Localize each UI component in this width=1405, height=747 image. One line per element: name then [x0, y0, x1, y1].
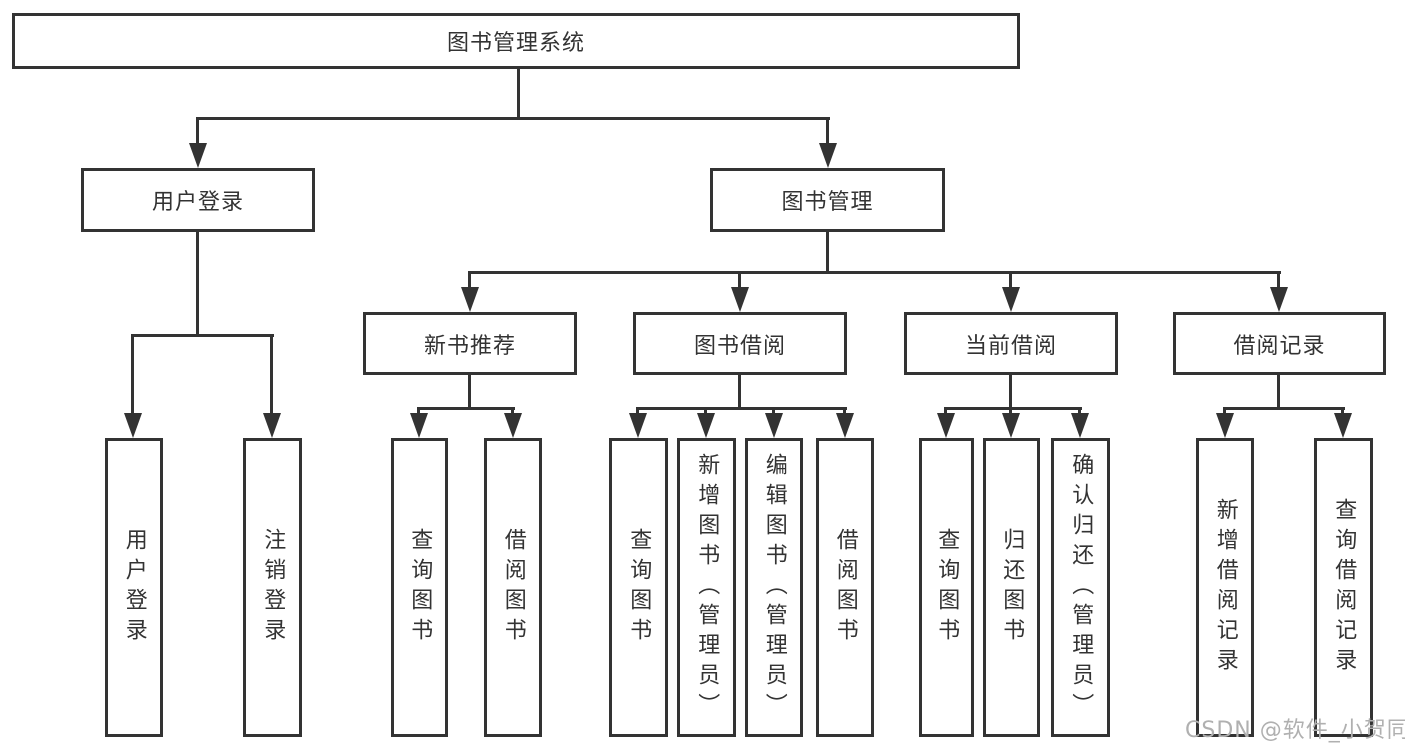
arrowhead-icon — [1216, 413, 1234, 438]
connector-line — [944, 407, 1082, 410]
leaf-recommend-query-books-label: 查询图书 — [407, 527, 433, 648]
connector-line — [417, 407, 515, 410]
node-borrow-record-label: 借阅记录 — [1233, 333, 1326, 359]
arrowhead-icon — [461, 287, 479, 312]
connector-line — [826, 230, 829, 274]
connector-line — [1223, 407, 1226, 415]
leaf-borrow-books: 借阅图书 — [816, 438, 874, 737]
leaf-add-books-admin: 新增图书（管理员） — [677, 438, 736, 737]
arrowhead-icon — [504, 413, 522, 438]
connector-line — [196, 117, 830, 120]
leaf-borrow-books-label: 借阅图书 — [832, 527, 858, 648]
leaf-current-query-books: 查询图书 — [919, 438, 974, 737]
node-user-login: 用户登录 — [81, 168, 315, 232]
connector-line — [1009, 271, 1012, 289]
arrowhead-icon — [697, 413, 715, 438]
connector-line — [511, 407, 514, 415]
connector-line — [468, 271, 471, 289]
node-user-login-label: 用户登录 — [151, 190, 244, 215]
arrowhead-icon — [731, 287, 749, 312]
connector-line — [1277, 373, 1280, 410]
connector-line — [1223, 407, 1345, 410]
connector-line — [131, 334, 134, 416]
connector-line — [1078, 407, 1081, 415]
node-book-borrow: 图书借阅 — [633, 312, 847, 375]
leaf-add-borrow-record-label: 新增借阅记录 — [1212, 497, 1238, 678]
leaf-user-login: 用户登录 — [105, 438, 163, 737]
connector-line — [468, 271, 1281, 274]
arrowhead-icon — [263, 413, 281, 438]
connector-line — [468, 373, 471, 410]
node-current-borrow-label: 当前借阅 — [964, 333, 1057, 359]
connector-line — [738, 373, 741, 410]
leaf-add-books-admin-label: 新增图书（管理员） — [694, 452, 720, 723]
connector-line — [131, 334, 274, 337]
connector-line — [196, 117, 199, 147]
leaf-user-login-label: 用户登录 — [121, 527, 147, 648]
node-current-borrow: 当前借阅 — [904, 312, 1118, 375]
connector-line — [270, 334, 273, 416]
leaf-confirm-return-admin-label: 确认归还（管理员） — [1068, 452, 1094, 723]
node-new-book-recommend-label: 新书推荐 — [423, 333, 516, 359]
root-node-label: 图书管理系统 — [446, 31, 585, 56]
arrowhead-icon — [629, 413, 647, 438]
arrowhead-icon — [1270, 287, 1288, 312]
arrowhead-icon — [1071, 413, 1089, 438]
node-new-book-recommend: 新书推荐 — [363, 312, 577, 375]
leaf-edit-books-admin-label: 编辑图书（管理员） — [761, 452, 787, 723]
leaf-borrow-query-books: 查询图书 — [609, 438, 668, 737]
connector-line — [1009, 407, 1012, 415]
connector-line — [772, 407, 775, 415]
node-book-borrow-label: 图书借阅 — [693, 333, 786, 359]
arrowhead-icon — [410, 413, 428, 438]
connector-line — [1277, 271, 1280, 289]
arrowhead-icon — [189, 143, 207, 168]
arrowhead-icon — [1334, 413, 1352, 438]
leaf-query-borrow-record: 查询借阅记录 — [1314, 438, 1373, 737]
arrowhead-icon — [765, 413, 783, 438]
connector-line — [843, 407, 846, 415]
leaf-confirm-return-admin: 确认归还（管理员） — [1051, 438, 1110, 737]
arrowhead-icon — [1002, 287, 1020, 312]
arrowhead-icon — [937, 413, 955, 438]
root-node-library-system: 图书管理系统 — [12, 13, 1020, 69]
connector-line — [417, 407, 420, 415]
arrowhead-icon — [1002, 413, 1020, 438]
csdn-watermark: CSDN @软件_小贺同学 — [1185, 718, 1405, 743]
leaf-recommend-query-books: 查询图书 — [391, 438, 448, 737]
leaf-query-borrow-record-label: 查询借阅记录 — [1331, 497, 1357, 678]
connector-line — [636, 407, 639, 415]
leaf-add-borrow-record: 新增借阅记录 — [1196, 438, 1254, 737]
connector-line — [738, 271, 741, 289]
leaf-edit-books-admin: 编辑图书（管理员） — [745, 438, 803, 737]
node-book-management-label: 图书管理 — [781, 190, 874, 215]
arrowhead-icon — [124, 413, 142, 438]
arrowhead-icon — [819, 143, 837, 168]
node-book-management: 图书管理 — [710, 168, 945, 232]
connector-line — [704, 407, 707, 415]
connector-line — [196, 230, 199, 337]
leaf-return-books-label: 归还图书 — [999, 527, 1025, 648]
leaf-borrow-query-books-label: 查询图书 — [626, 527, 652, 648]
node-borrow-record: 借阅记录 — [1173, 312, 1386, 375]
leaf-logout-label: 注销登录 — [260, 527, 286, 648]
connector-line — [944, 407, 947, 415]
leaf-return-books: 归还图书 — [983, 438, 1040, 737]
connector-line — [1009, 373, 1012, 410]
leaf-current-query-books-label: 查询图书 — [934, 527, 960, 648]
connector-line — [1341, 407, 1344, 415]
arrowhead-icon — [836, 413, 854, 438]
connector-line — [636, 407, 847, 410]
connector-line — [517, 68, 520, 120]
leaf-recommend-borrow-books-label: 借阅图书 — [500, 527, 526, 648]
leaf-recommend-borrow-books: 借阅图书 — [484, 438, 542, 737]
connector-line — [826, 117, 829, 147]
leaf-logout: 注销登录 — [243, 438, 302, 737]
